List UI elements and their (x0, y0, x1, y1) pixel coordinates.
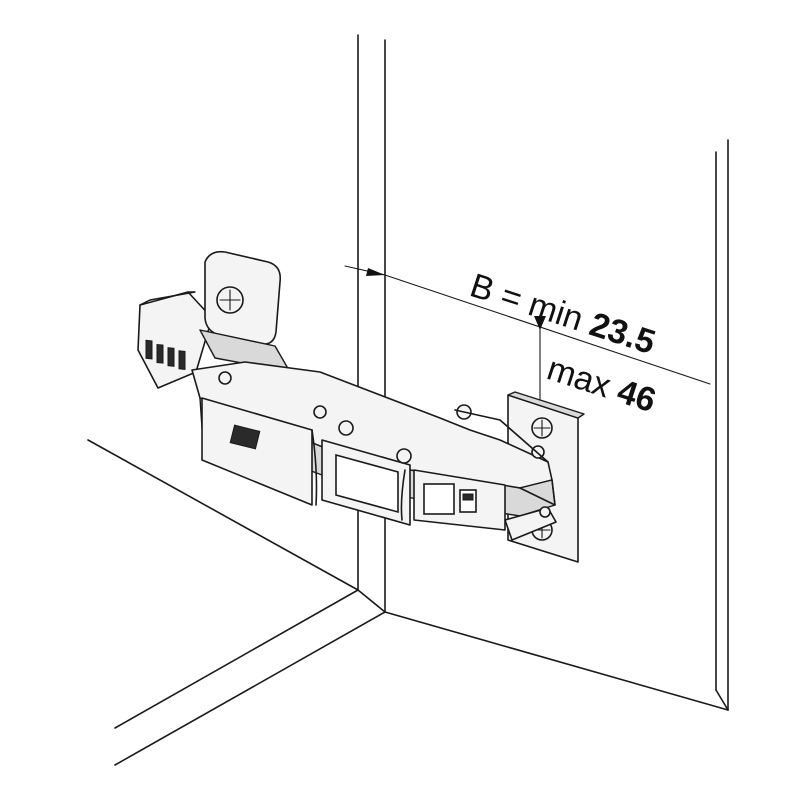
dimension-arrow-right (534, 316, 546, 330)
door-panel (715, 139, 729, 711)
hinge-arm-body (191, 361, 556, 531)
dimension-arrow-left (366, 268, 385, 276)
cabinet-base-panel (114, 589, 729, 766)
hinge-cup (137, 291, 213, 389)
door-mounting-tab (199, 250, 291, 373)
dimension-lines (344, 265, 711, 413)
hinge-side-plate-left (201, 397, 313, 506)
hinge-lower-link (504, 506, 557, 541)
dimension-label-min: B = min 23.5 (466, 266, 660, 361)
